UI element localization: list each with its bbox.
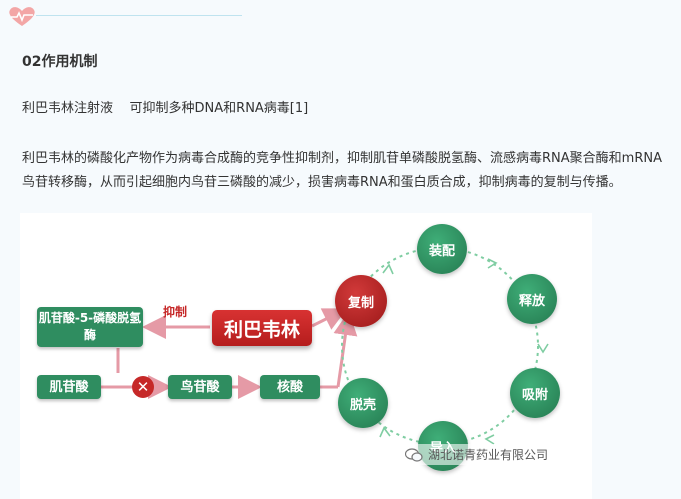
drug-subtitle: 利巴韦林注射液 可抑制多种DNA和RNA病毒[1] — [22, 101, 309, 116]
cycle-node-uncoating: 脱壳 — [338, 378, 388, 428]
replication-cycle-ring — [341, 247, 539, 445]
mechanism-paragraph: 利巴韦林的磷酸化产物作为病毒合成酶的竞争性抑制剂，抑制肌苷单磷酸脱氢酶、流感病毒… — [22, 151, 662, 190]
pathway-box-nucleic-acid: 核酸 — [260, 375, 320, 399]
wechat-icon — [405, 447, 423, 462]
pathway-box-gmp: 鸟苷酸 — [168, 375, 232, 399]
cycle-chevron-3 — [537, 343, 549, 354]
inhibit-label: 抑制 — [163, 305, 188, 319]
pathway-box-imp: 肌苷酸 — [37, 375, 101, 399]
cycle-node-release: 释放 — [507, 274, 557, 324]
cycle-node-replication: 复制 — [335, 275, 387, 327]
cycle-chevron-1 — [382, 263, 394, 275]
cycle-chevron-4 — [484, 434, 495, 445]
section-title: 02作用机制 — [22, 54, 98, 70]
enzyme-box: 肌苷酸-5-磷酸脱氢酶 — [37, 307, 143, 347]
header-decoration — [6, 4, 246, 27]
cycle-node-assembly: 装配 — [417, 224, 467, 274]
cycle-chevron-5 — [379, 426, 391, 438]
diagram-connectors — [100, 247, 549, 445]
block-x-icon: ✕ — [132, 376, 154, 398]
drug-box: 利巴韦林 — [212, 310, 312, 346]
header-divider — [36, 15, 242, 16]
heart-icon — [9, 7, 35, 27]
cycle-node-adsorption: 吸附 — [510, 368, 560, 418]
cycle-chevron-2 — [487, 258, 498, 269]
watermark: 湖北诺青药业有限公司 — [402, 444, 552, 465]
watermark-text: 湖北诺青药业有限公司 — [428, 448, 549, 462]
